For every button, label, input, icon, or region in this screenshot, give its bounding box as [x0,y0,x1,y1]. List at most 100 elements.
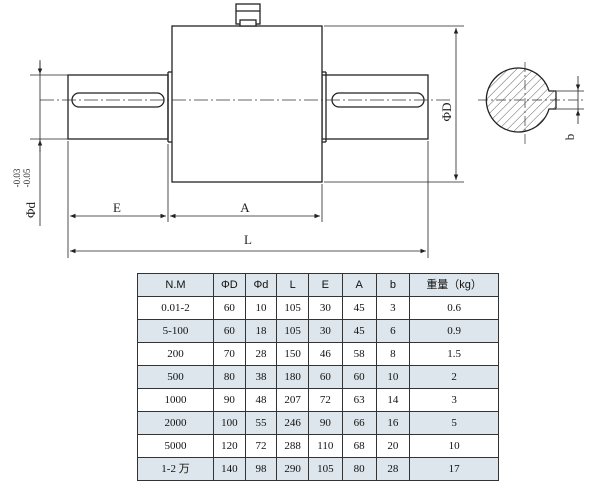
table-cell: 0.6 [409,296,499,320]
table-cell: 105 [307,457,343,481]
table-cell: 90 [307,411,343,435]
table-cell: 5000 [137,434,214,458]
table-cell: 150 [276,342,309,366]
table-cell: 38 [244,365,278,389]
table-cell: 55 [244,411,278,435]
table-cell: 98 [244,457,278,481]
table-cell: 68 [341,434,377,458]
torque-sensor-body [67,3,429,183]
table-cell: 5 [409,411,499,435]
table-cell: 60 [307,365,343,389]
table-cell: 105 [276,319,309,343]
table-cell: 1000 [137,388,214,412]
A-label: A [240,200,250,215]
table-cell: 105 [276,296,309,320]
phi-d-dimension [30,60,68,226]
shaft-cross-section [478,62,585,145]
table-cell: 3 [375,296,411,320]
b-dimension [557,76,584,124]
technical-drawing: ΦD Φd -0.03 -0.05 E A L b [12,3,585,258]
table-cell: 58 [341,342,377,366]
L-label: L [244,232,252,247]
table-cell: 72 [244,434,278,458]
table-cell: 500 [137,365,214,389]
phi-d-label: Φd [23,202,38,219]
table-cell: 1.5 [409,342,499,366]
table-cell: 30 [307,296,343,320]
table-cell: 8 [375,342,411,366]
table-cell: 80 [213,365,246,389]
table-cell: 10 [375,365,411,389]
table-cell: 90 [213,388,246,412]
table-cell: 28 [375,457,411,481]
phi-D-label: ΦD [439,103,454,122]
header-phi-D: ΦD [213,273,246,297]
table-cell: 288 [276,434,309,458]
header-weight: 重量（kg） [409,273,499,297]
table-cell: 60 [213,319,246,343]
table-cell: 72 [307,388,343,412]
table-cell: 45 [341,296,377,320]
table-cell: 45 [341,319,377,343]
table-cell: 2000 [137,411,214,435]
table-cell: 10 [244,296,278,320]
header-L: L [276,273,309,297]
phi-d-tol-upper: -0.03 [12,168,22,187]
table-cell: 120 [213,434,246,458]
table-cell: 18 [244,319,278,343]
table-cell: 46 [307,342,343,366]
table-cell: 6 [375,319,411,343]
table-cell: 0.01-2 [137,296,214,320]
table-cell: 63 [341,388,377,412]
table-cell: 3 [409,388,499,412]
table-cell: 100 [213,411,246,435]
phi-d-tol-lower: -0.05 [22,168,32,187]
table-cell: 200 [137,342,214,366]
main-body [171,25,323,183]
table-cell: 140 [213,457,246,481]
table-cell: 5-100 [137,319,214,343]
table-cell: 28 [244,342,278,366]
phi-D-dimension [324,25,464,183]
E-label: E [113,200,121,215]
table-cell: 60 [341,365,377,389]
header-phi-d: Φd [244,273,278,297]
table-cell: 20 [375,434,411,458]
table-cell: 30 [307,319,343,343]
table-cell: 16 [375,411,411,435]
table-cell: 48 [244,388,278,412]
table-cell: 17 [409,457,499,481]
table-cell: 70 [213,342,246,366]
table-header-row: N.M ΦD Φd L E A b 重量（kg） [137,273,499,297]
table-cell: 110 [307,434,343,458]
table-cell: 60 [213,296,246,320]
table-cell: 66 [341,411,377,435]
table-cell: 180 [276,365,309,389]
table-cell: 80 [341,457,377,481]
b-label: b [562,134,577,141]
table-cell: 14 [375,388,411,412]
table-cell: 0.9 [409,319,499,343]
header-A: A [341,273,377,297]
table-cell: 2 [409,365,499,389]
table-cell: 10 [409,434,499,458]
E-A-dimension [67,141,323,258]
header-torque: N.M [137,273,214,297]
table-cell: 246 [276,411,309,435]
table-cell: 290 [276,457,309,481]
header-E: E [307,273,343,297]
table-cell: 1-2 万 [137,457,214,481]
table-cell: 207 [276,388,309,412]
L-dimension [70,141,429,258]
header-b: b [375,273,411,297]
